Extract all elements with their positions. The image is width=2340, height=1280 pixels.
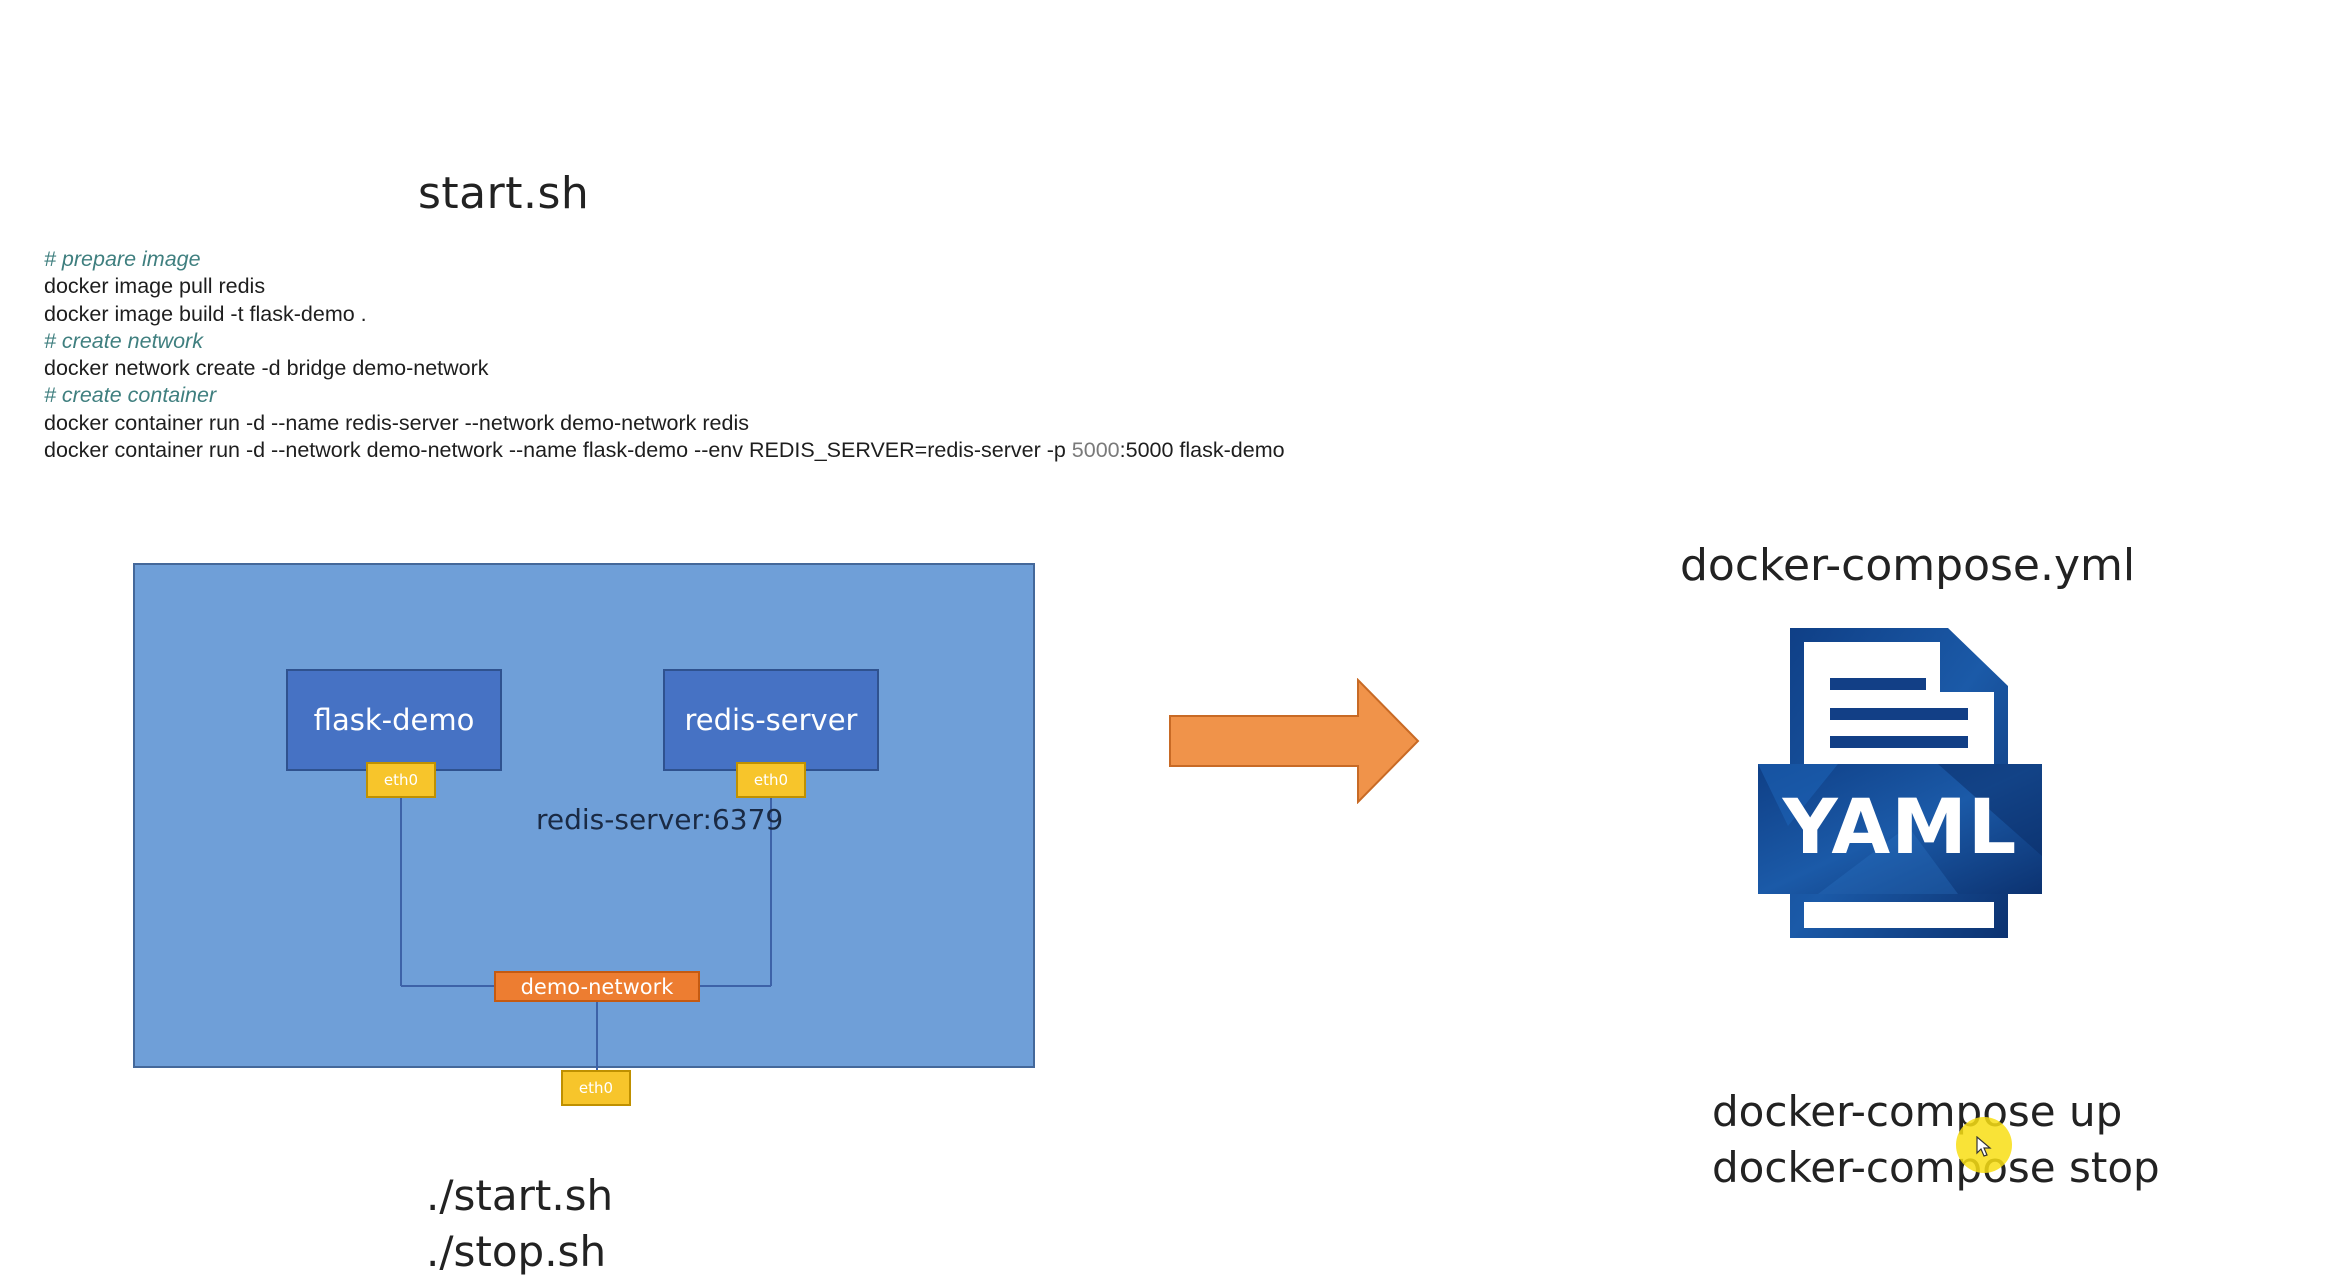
code-comment: # create network (44, 328, 203, 353)
compose-up-command: docker-compose up (1712, 1087, 2123, 1136)
compose-file-title: docker-compose.yml (1680, 540, 2136, 591)
yaml-icon-label: YAML (1782, 782, 2018, 871)
code-comment: # create container (44, 383, 217, 408)
code-line: docker container run -d --network demo-n… (44, 437, 1285, 464)
demo-network-bridge: demo-network (494, 971, 700, 1002)
host-eth0-interface: eth0 (561, 1070, 631, 1106)
stop-command: ./stop.sh (426, 1227, 607, 1276)
code-line: docker container run -d --name redis-ser… (44, 410, 749, 435)
redis-address-label: redis-server:6379 (536, 803, 784, 836)
code-line-suffix: :5000 flask-demo (1119, 438, 1285, 463)
code-line: docker image build -t flask-demo . (44, 301, 367, 326)
compose-commands: docker-compose up docker-compose stop (1712, 1084, 2160, 1196)
code-line: docker network create -d bridge demo-net… (44, 356, 489, 381)
yaml-file-icon (1758, 628, 2042, 938)
redis-eth0-interface: eth0 (736, 762, 806, 798)
mouse-pointer-icon (1976, 1136, 1992, 1157)
code-line-prefix: docker container run -d --network demo-n… (44, 438, 1072, 463)
flask-demo-container: flask-demo (286, 669, 502, 771)
shell-commands: ./start.sh ./stop.sh (426, 1168, 613, 1280)
code-comment: # prepare image (44, 247, 201, 271)
compose-stop-command: docker-compose stop (1712, 1143, 2160, 1192)
redis-server-container: redis-server (663, 669, 879, 771)
start-script-title: start.sh (418, 168, 590, 219)
right-arrow-icon (1169, 678, 1420, 804)
flask-eth0-interface: eth0 (366, 762, 436, 798)
start-command: ./start.sh (426, 1171, 614, 1220)
code-port: 5000 (1071, 438, 1120, 463)
start-script-code: # prepare image docker image pull redis … (44, 246, 1285, 464)
code-line: docker image pull redis (44, 274, 266, 299)
